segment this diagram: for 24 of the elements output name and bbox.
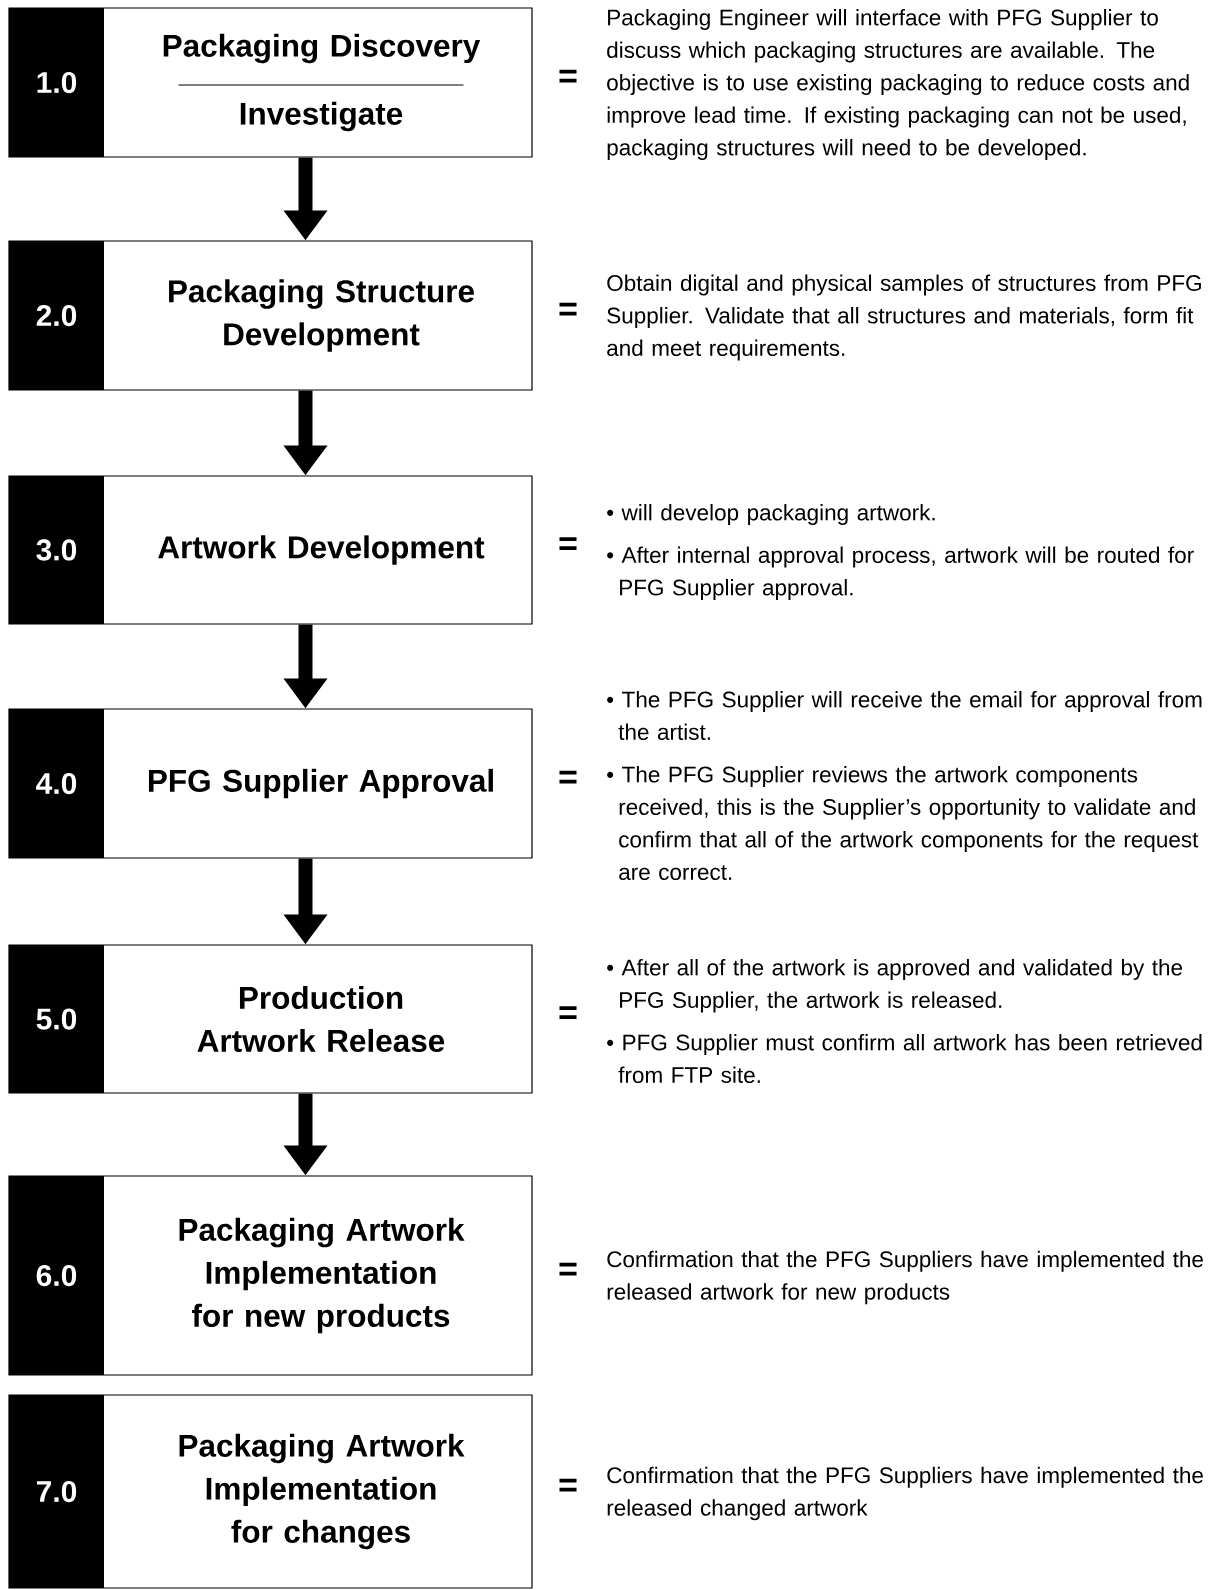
description-text: • will develop packaging artwork. [607, 504, 935, 525]
description-text: • The PFG Supplier will receive the email for approval from the artist. [607, 691, 1202, 740]
description-text: Confirmation that the PFG Suppliers have implemented the released artwork for new products [607, 1250, 1203, 1305]
step-box: 6.0 Packaging Artwork Implementation for new products [8, 1175, 533, 1376]
equals-sign: = [559, 1006, 577, 1019]
description-text: • After all of the artwork is approved and validated by the PFG Supplier, the artwork is released. [607, 959, 1183, 1013]
description-text: Confirmation that the PFG Suppliers have implemented the released changed artwork [607, 1466, 1203, 1521]
description-text: Obtain digital and physical samples of structures from PFG Supplier. Validate that all structures and materials, form fit and meet requirements. [607, 274, 1201, 361]
step-box: 3.0 Artwork Development [8, 475, 533, 625]
equals-sign: = [559, 69, 577, 83]
step-box: 7.0 Packaging Artwork Implementation for changes [8, 1394, 533, 1589]
equals-sign: = [559, 1478, 577, 1492]
equals-sign: = [559, 1262, 577, 1276]
equals-sign: = [559, 302, 577, 316]
step-box: 1.0 Packaging Discovery Investigate [8, 7, 533, 158]
equals-sign: = [559, 537, 577, 550]
description-text: • PFG Supplier must confirm all artwork has been retrieved from FTP site. [607, 1034, 1202, 1083]
description-text: Packaging Engineer will interface with PFG Supplier to discuss which packaging structures are available. The objective is to use existing packaging to reduce costs and improve lead time. If existing packaging can not be used, packaging structures will need to be developed. [607, 9, 1189, 160]
equals-sign: = [559, 770, 577, 784]
step-box: 4.0 PFG Supplier Approval [8, 708, 533, 859]
description-text: • After internal approval process, artwork will be routed for PFG Supplier approval. [607, 546, 1194, 600]
step-box: 5.0 Production Artwork Release [8, 944, 533, 1094]
description-text: • The PFG Supplier reviews the artwork components received, this is the Supplier’s opportunity to validate and confirm that all of the artwork components for the request are correct. [607, 766, 1199, 880]
step-box: 2.0 Packaging Structure Development [8, 240, 533, 391]
